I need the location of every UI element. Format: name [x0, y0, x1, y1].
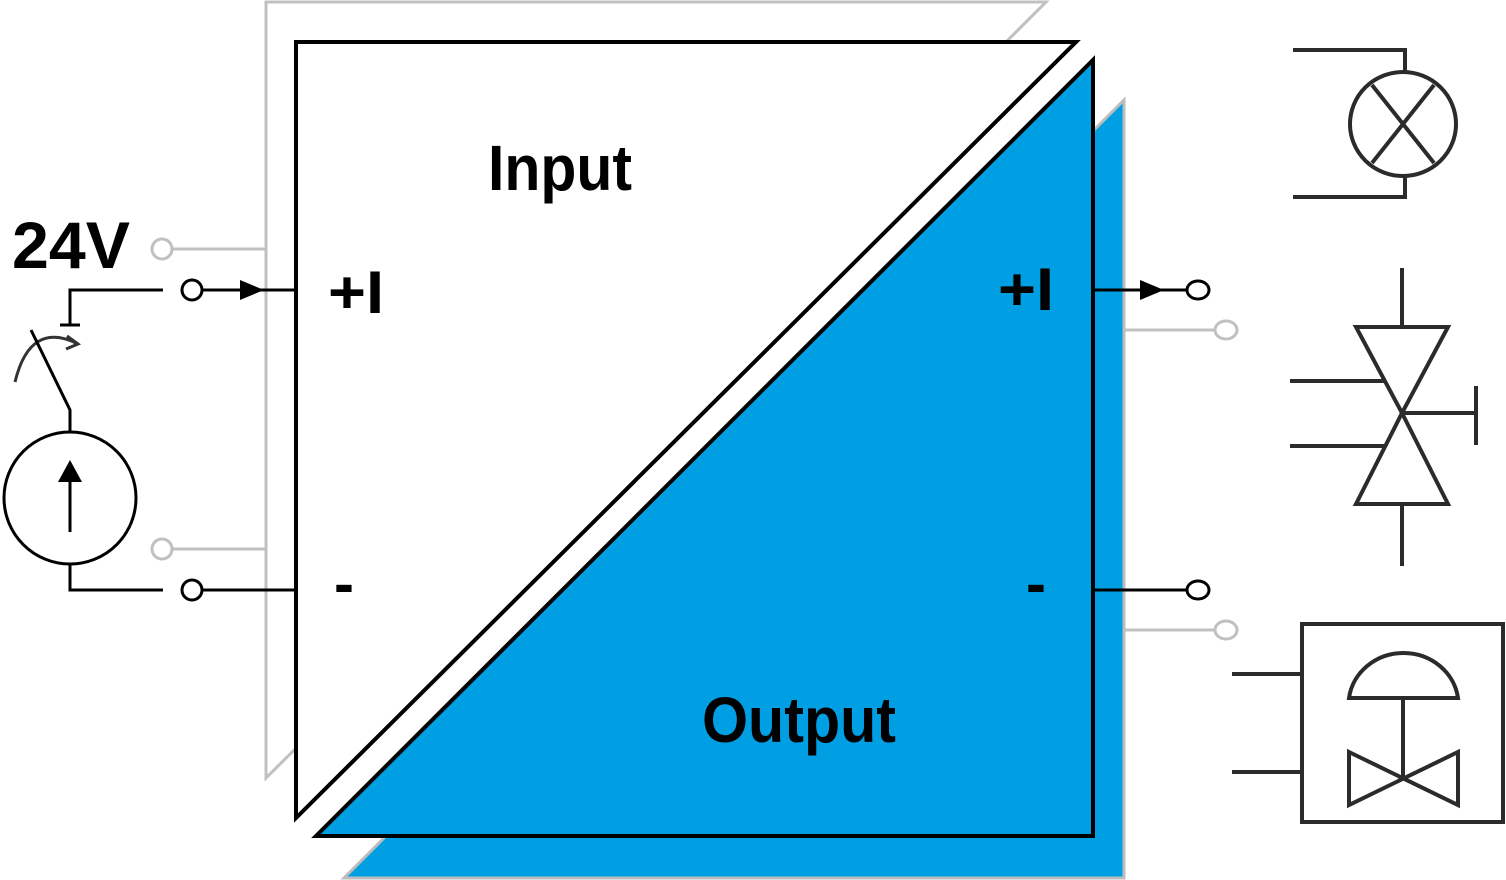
input-triangle — [294, 40, 1081, 823]
current-source-icon — [2, 288, 163, 592]
lamp-icon — [1293, 48, 1458, 199]
valve-icon — [1290, 268, 1478, 566]
output-terminals — [1093, 279, 1239, 641]
output-triangle — [311, 55, 1095, 838]
output-label: Output — [702, 684, 896, 756]
output-plus-label: +I — [998, 256, 1054, 323]
input-plus-label: +I — [328, 259, 384, 326]
input-label: Input — [488, 132, 632, 204]
output-minus-label: - — [1026, 550, 1046, 617]
supply-voltage-label: 24V — [12, 208, 130, 282]
input-minus-label: - — [334, 550, 354, 617]
actuator-valve-icon — [1232, 622, 1505, 824]
input-terminals — [150, 237, 296, 602]
